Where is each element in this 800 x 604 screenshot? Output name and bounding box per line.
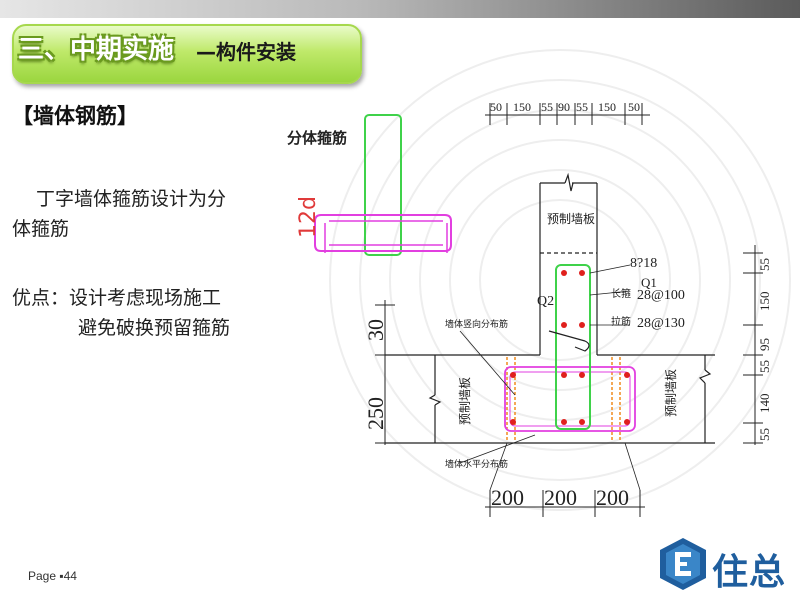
dashed-orange-lines — [506, 357, 621, 441]
right-dim: 55 — [757, 360, 772, 373]
rebar-row1-label: 28@100 — [637, 288, 685, 303]
slide-subtitle: —构件安装 — [196, 40, 296, 64]
note-vertical-bars: 墙体竖向分布筋 — [445, 318, 508, 330]
left-dim: 30 — [363, 319, 388, 341]
building-logo-icon — [660, 538, 706, 590]
slide-title: 三、中期实施 — [18, 35, 175, 65]
background-swirl-decoration — [329, 49, 791, 511]
top-dim: 150 — [598, 100, 616, 114]
bottom-dim: 200 — [596, 485, 629, 510]
magenta-stirrup-inner — [324, 220, 448, 253]
rebar-q1-label: Q1 — [641, 275, 657, 290]
right-dim: 55 — [757, 428, 772, 441]
paragraph-line: 优点：设计考虑现场施工 — [12, 287, 222, 309]
magenta-horizontal-stirrup — [504, 366, 636, 432]
rebar-row2-prefix: 拉筋 — [611, 315, 631, 328]
right-dim: 55 — [757, 258, 772, 271]
rebar-top-label: 8?18 — [630, 256, 657, 271]
top-dim: 50 — [490, 100, 502, 114]
paragraph-line: 体箍筋 — [12, 218, 70, 240]
split-stirrup-label: 分体箍筋 — [287, 129, 347, 147]
wall-label-right: 预制墙板 — [664, 369, 678, 417]
note-horizontal-bars: 墙体水平分布筋 — [445, 458, 508, 470]
rebar-row2-label: 28@130 — [637, 316, 685, 331]
top-dim: 55 — [541, 100, 553, 114]
hook-length-label: 12d — [296, 196, 321, 238]
title-banner — [12, 24, 362, 84]
top-dim: 90 — [558, 100, 570, 114]
top-dim: 50 — [628, 100, 640, 114]
rebar-detail-drawing: 分体箍筋 12d 50 150 55 90 55 150 50 预制墙板 — [287, 100, 772, 517]
wall-label-left: 预制墙板 — [458, 377, 472, 425]
magenta-stirrup — [314, 214, 452, 252]
paragraph-line: 避免破换预留箍筋 — [78, 317, 231, 339]
right-dim: 150 — [757, 292, 772, 312]
wall-label-top: 预制墙板 — [547, 212, 595, 226]
page-number: Page ▪44 — [28, 569, 77, 583]
green-vertical-stirrup — [555, 264, 591, 430]
right-dim: 95 — [757, 338, 772, 351]
top-dim: 55 — [576, 100, 588, 114]
top-banner-gradient — [0, 0, 800, 18]
rebar-q2-label: Q2 — [537, 294, 554, 309]
right-dim: 140 — [757, 394, 772, 414]
company-logo-text: 住总 — [712, 552, 787, 593]
bottom-dim: 200 — [491, 485, 524, 510]
rebar-row1-prefix: 长箍 — [611, 287, 631, 300]
green-stirrup — [364, 114, 402, 256]
paragraph-line: 丁字墙体箍筋设计为分 — [36, 188, 227, 210]
bottom-dim: 200 — [544, 485, 577, 510]
left-dim: 250 — [363, 397, 388, 430]
top-dim: 150 — [513, 100, 531, 114]
rebar-dots — [510, 270, 630, 425]
section-heading: 【墙体钢筋】 — [12, 104, 138, 128]
tie-hook — [548, 330, 590, 352]
